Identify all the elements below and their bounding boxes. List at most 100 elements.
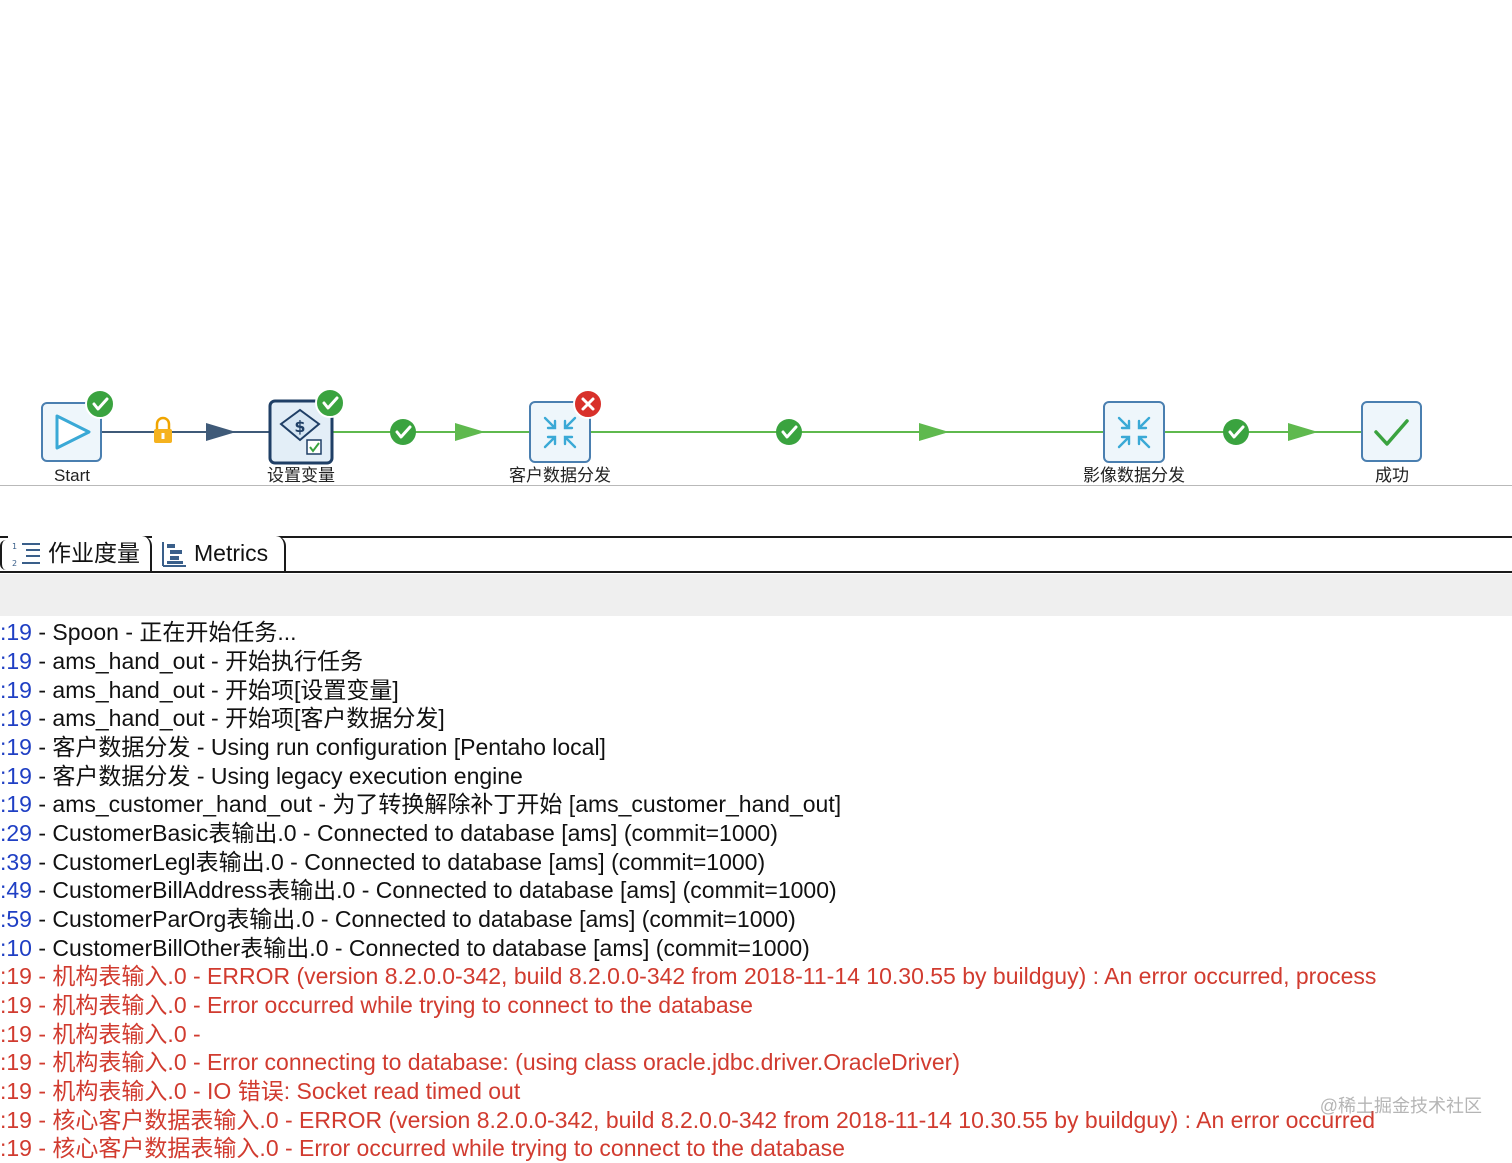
status-error-icon (573, 389, 603, 419)
log-message: - 机构表输入.0 - ERROR (version 8.2.0.0-342, … (31, 963, 1377, 989)
log-line: :19 - ams_hand_out - 开始项[设置变量] (0, 676, 399, 705)
tab-strip-left-edge (0, 540, 8, 570)
node-start[interactable] (41, 402, 102, 462)
svg-text:2: 2 (12, 559, 17, 568)
log-timestamp: :19 (0, 1078, 32, 1104)
log-message: - ams_hand_out - 开始项[设置变量] (31, 677, 399, 703)
log-line: :10 - CustomerBillOther表输出.0 - Connected… (0, 934, 810, 963)
log-message: - 客户数据分发 - Using run configuration [Pent… (31, 734, 606, 760)
start-play-icon (55, 414, 91, 450)
hop-arrow-2 (455, 423, 485, 441)
log-message: - ams_hand_out - 开始执行任务 (31, 648, 364, 674)
log-output[interactable]: :19 - Spoon - 正在开始任务... :19 - ams_hand_o… (0, 616, 1512, 1161)
canvas-divider (0, 485, 1512, 486)
tab-strip-top-border (0, 536, 1512, 538)
log-line-error: :19 - 机构表输入.0 - Error occurred while try… (0, 991, 753, 1020)
success-check-icon (1374, 419, 1409, 446)
lock-icon[interactable] (154, 416, 172, 443)
node-set-variables[interactable]: $ (268, 399, 334, 465)
ok-check-icon[interactable] (776, 419, 802, 445)
set-variables-icon: $ (279, 408, 322, 455)
transformation-icon (1117, 416, 1151, 449)
execution-results-tabs: 1 2 作业度量 Metrics (0, 536, 1512, 573)
log-timestamp: :29 (0, 820, 32, 846)
hop-arrow-4 (1288, 423, 1318, 441)
log-message: - 核心客户数据表输入.0 - ERROR (version 8.2.0.0-3… (31, 1107, 1376, 1133)
log-timestamp: :19 (0, 1021, 32, 1047)
log-timestamp: :19 (0, 763, 32, 789)
log-line-error: :19 - 机构表输入.0 - Error connecting to data… (0, 1048, 960, 1077)
transformation-icon (543, 416, 577, 449)
status-success-icon (85, 389, 115, 419)
log-timestamp: :19 (0, 1049, 32, 1075)
tab-metrics[interactable]: Metrics (152, 536, 286, 571)
tab-strip-bottom-border (0, 571, 1512, 573)
log-line-error: :19 - 机构表输入.0 - ERROR (version 8.2.0.0-3… (0, 962, 1376, 991)
log-line: :19 - ams_hand_out - 开始执行任务 (0, 647, 363, 676)
log-message: - 核心客户数据表输入.0 - Error occurred while try… (31, 1135, 845, 1161)
hop-arrow-3 (919, 423, 949, 441)
watermark: @稀土掘金技术社区 (1319, 1096, 1482, 1116)
node-label-image-data: 影像数据分发 (1083, 466, 1185, 485)
log-message: - CustomerBillAddress表输出.0 - Connected t… (31, 877, 837, 903)
log-timestamp: :39 (0, 849, 32, 875)
log-line: :19 - 客户数据分发 - Using run configuration [… (0, 733, 606, 762)
log-message: - CustomerBillOther表输出.0 - Connected to … (31, 935, 810, 961)
node-label-customer-data: 客户数据分发 (509, 466, 611, 485)
log-line-error: :19 - 机构表输入.0 - IO 错误: Socket read timed… (0, 1077, 520, 1106)
log-message: - 机构表输入.0 - IO 错误: Socket read timed out (31, 1078, 521, 1104)
ok-check-icon[interactable] (1223, 419, 1249, 445)
log-message: - 机构表输入.0 - Error connecting to database… (31, 1049, 960, 1075)
log-timestamp: :19 (0, 963, 32, 989)
hop-arrow-1 (206, 423, 236, 441)
log-timestamp: :19 (0, 992, 32, 1018)
log-message: - 客户数据分发 - Using legacy execution engine (31, 763, 523, 789)
log-line: :19 - 客户数据分发 - Using legacy execution en… (0, 762, 523, 791)
log-message: - 机构表输入.0 - (31, 1021, 201, 1047)
node-label-success: 成功 (1375, 466, 1409, 485)
log-timestamp: :19 (0, 619, 32, 645)
log-timestamp: :19 (0, 1107, 32, 1133)
log-line: :19 - Spoon - 正在开始任务... (0, 618, 297, 647)
svg-text:$: $ (294, 417, 305, 436)
ok-check-icon[interactable] (390, 419, 416, 445)
tab-label-job-metrics: 作业度量 (48, 540, 140, 566)
log-line: :19 - ams_customer_hand_out - 为了转换解除补丁开始… (0, 790, 841, 819)
log-line: :39 - CustomerLegl表输出.0 - Connected to d… (0, 848, 765, 877)
log-toolbar (0, 574, 1512, 616)
log-message: - Spoon - 正在开始任务... (31, 619, 297, 645)
log-line-error: :19 - 机构表输入.0 - (0, 1020, 201, 1049)
log-line: :49 - CustomerBillAddress表输出.0 - Connect… (0, 876, 837, 905)
log-message: - CustomerLegl表输出.0 - Connected to datab… (31, 849, 766, 875)
log-message: - ams_hand_out - 开始项[客户数据分发] (31, 705, 445, 731)
status-success-icon (315, 388, 345, 418)
job-graph[interactable]: $ (0, 0, 1512, 486)
log-message: - 机构表输入.0 - Error occurred while trying … (31, 992, 753, 1018)
log-timestamp: :59 (0, 906, 32, 932)
log-timestamp: :19 (0, 677, 32, 703)
log-timestamp: :10 (0, 935, 32, 961)
log-timestamp: :49 (0, 877, 32, 903)
tab-job-metrics[interactable]: 1 2 作业度量 (8, 536, 152, 571)
node-label-start: Start (54, 466, 90, 485)
job-canvas[interactable]: $ (0, 0, 1512, 486)
node-image-data-dispatch[interactable] (1103, 401, 1165, 463)
node-success[interactable] (1361, 401, 1422, 462)
log-timestamp: :19 (0, 705, 32, 731)
node-customer-data-dispatch[interactable] (529, 401, 591, 463)
log-timestamp: :19 (0, 1135, 32, 1161)
log-line-error: :19 - 核心客户数据表输入.0 - ERROR (version 8.2.0… (0, 1106, 1375, 1135)
log-message: - CustomerParOrg表输出.0 - Connected to dat… (31, 906, 796, 932)
tab-label-metrics: Metrics (194, 540, 269, 566)
job-metrics-icon: 1 2 (10, 539, 44, 569)
node-label-set-variables: 设置变量 (267, 466, 335, 485)
log-message: - ams_customer_hand_out - 为了转换解除补丁开始 [am… (31, 791, 842, 817)
svg-text:1: 1 (12, 542, 17, 551)
log-timestamp: :19 (0, 648, 32, 674)
log-line-error: :19 - 核心客户数据表输入.0 - Error occurred while… (0, 1134, 845, 1163)
log-timestamp: :19 (0, 734, 32, 760)
log-line: :19 - ams_hand_out - 开始项[客户数据分发] (0, 704, 445, 733)
log-message: - CustomerBasic表输出.0 - Connected to data… (31, 820, 778, 846)
metrics-icon (158, 539, 190, 569)
log-timestamp: :19 (0, 791, 32, 817)
